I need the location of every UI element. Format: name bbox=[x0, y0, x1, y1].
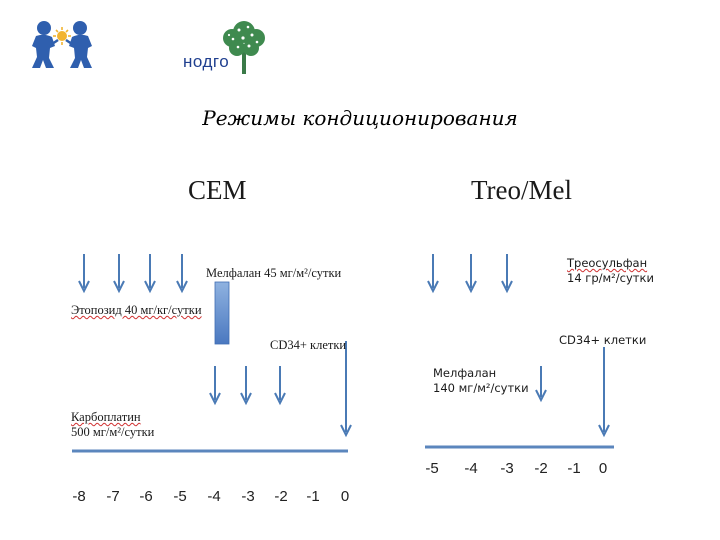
tree-icon bbox=[223, 21, 265, 74]
melphalan-45-label: Мелфалан 45 мг/м²/сутки bbox=[206, 266, 342, 280]
treosulfan-label: Треосульфан 14 гр/м²/сутки bbox=[567, 256, 654, 286]
tick-right-5: 0 bbox=[598, 460, 608, 477]
melphalan-arrow-day-minus2 bbox=[535, 366, 547, 403]
etoposide-arrow-day-minus8 bbox=[78, 254, 90, 294]
tick-left-0: -8 bbox=[72, 488, 86, 505]
treosulfan-name: Треосульфан bbox=[567, 256, 648, 270]
tick-left-5: -3 bbox=[241, 488, 255, 505]
tick-left-1: -7 bbox=[106, 488, 120, 505]
treosulfan-arrow-day-minus5 bbox=[427, 254, 439, 294]
carboplatin-dose: 500 мг/м²/сутки bbox=[71, 425, 155, 439]
etoposide-arrow-day-minus6 bbox=[144, 254, 156, 294]
cd34-arrow-right bbox=[598, 347, 610, 438]
logo-text: нодго bbox=[183, 52, 230, 71]
tick-left-6: -2 bbox=[274, 488, 288, 505]
melphalan-140-label: Мелфалан 140 мг/м²/сутки bbox=[433, 366, 529, 396]
etoposide-arrow-day-minus7 bbox=[113, 254, 125, 294]
carboplatin-arrow-day-minus2 bbox=[274, 366, 286, 406]
children-silhouette-icon bbox=[32, 21, 92, 68]
tick-left-2: -6 bbox=[139, 488, 153, 505]
tick-right-4: -1 bbox=[567, 460, 581, 477]
carboplatin-label: Карбоплатин 500 мг/м²/сутки bbox=[71, 410, 154, 440]
tick-right-2: -3 bbox=[500, 460, 514, 477]
etoposide-label: Этопозид 40 мг/кг/сутки bbox=[71, 303, 202, 317]
melphalan-block bbox=[214, 281, 230, 345]
cd34-label-left: CD34+ клетки bbox=[270, 338, 347, 352]
tick-right-0: -5 bbox=[425, 460, 439, 477]
melphalan-140-dose: 140 мг/м²/сутки bbox=[433, 381, 529, 395]
treosulfan-arrow-day-minus4 bbox=[465, 254, 477, 294]
tick-left-3: -5 bbox=[173, 488, 187, 505]
tick-right-3: -2 bbox=[534, 460, 548, 477]
page-title: Режимы кондиционирования bbox=[202, 106, 518, 130]
tick-left-7: -1 bbox=[306, 488, 320, 505]
carboplatin-arrow-day-minus4 bbox=[209, 366, 221, 406]
etoposide-arrow-day-minus5 bbox=[176, 254, 188, 294]
treosulfan-arrow-day-minus3 bbox=[501, 254, 513, 294]
tick-right-1: -4 bbox=[464, 460, 478, 477]
treosulfan-dose: 14 гр/м²/сутки bbox=[567, 271, 654, 285]
cd34-label-right: CD34+ клетки bbox=[559, 333, 647, 347]
tick-left-4: -4 bbox=[207, 488, 221, 505]
cd34-arrow-left bbox=[340, 341, 352, 438]
cem-heading: CEM bbox=[188, 175, 247, 205]
melphalan-140-name: Мелфалан bbox=[433, 366, 497, 380]
carboplatin-name: Карбоплатин bbox=[71, 410, 141, 424]
nodgo-logo: нодго bbox=[183, 18, 273, 76]
carboplatin-arrow-day-minus3 bbox=[240, 366, 252, 406]
treo-mel-heading: Treo/Mel bbox=[471, 175, 573, 205]
children-logo bbox=[28, 18, 98, 70]
tick-left-8: 0 bbox=[340, 488, 350, 505]
